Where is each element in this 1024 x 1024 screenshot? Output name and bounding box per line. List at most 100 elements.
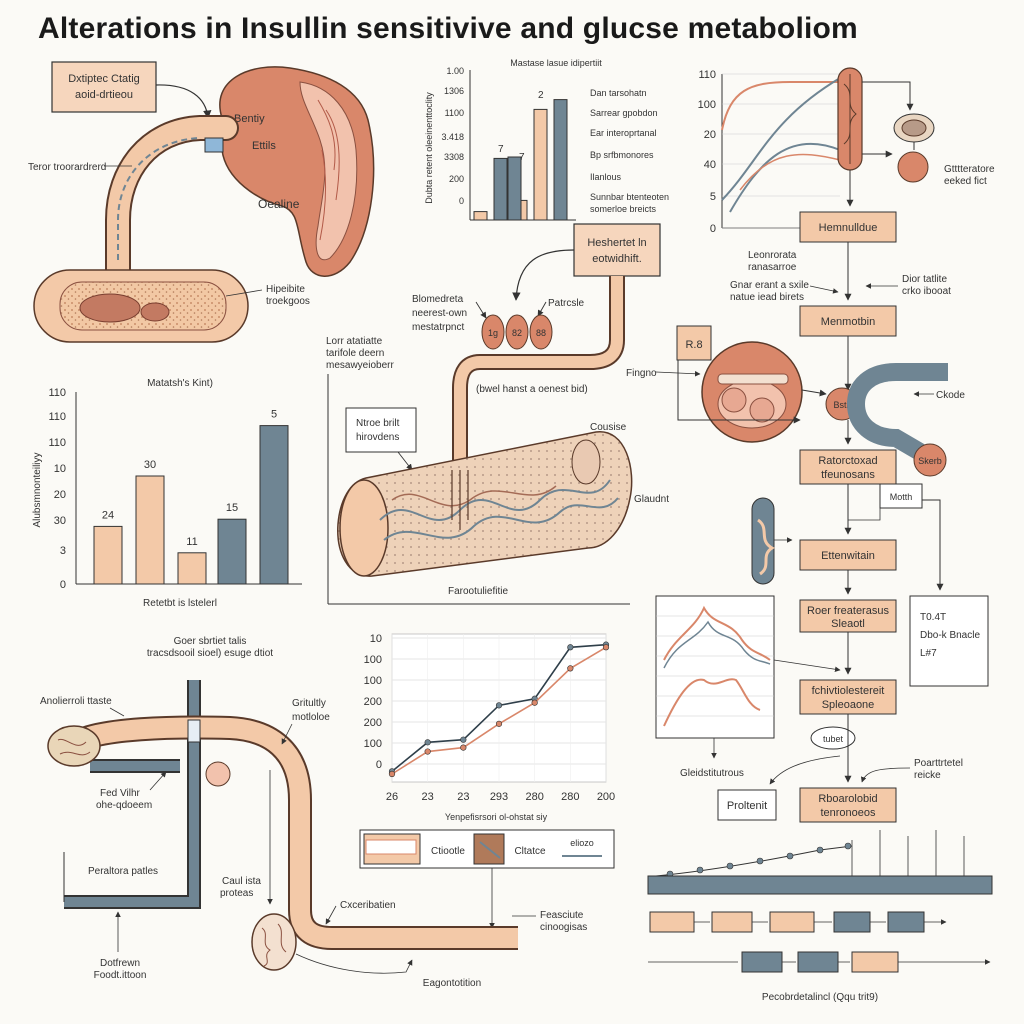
flow-left2-arrow <box>809 285 839 294</box>
inset-curve-1 <box>663 605 771 661</box>
left-bar-tick-label: 20 <box>54 489 66 501</box>
left-bar-5 <box>259 425 289 585</box>
flow-box-2-label: Menmotbin <box>821 316 875 328</box>
top-bar-legend-item: Ear interoprtanal <box>590 128 657 138</box>
pancreas-side-3: mesawyeioberr <box>326 360 394 371</box>
left-bar-2 <box>135 475 165 585</box>
flow-box-6-line1: fchivtiolestereit <box>812 685 885 697</box>
top-bar-legend-item: Ilanlous <box>590 172 622 182</box>
left-bar-tick-label: 110 <box>48 437 66 449</box>
line-chart-xtick: 23 <box>422 791 434 803</box>
islet-cell-3 <box>529 314 553 350</box>
line-series-1-point <box>567 644 574 651</box>
gut-box-arrow <box>155 84 212 119</box>
line-chart-xtick: 26 <box>386 791 398 803</box>
flow-left2-a: Gnar erant a sxile <box>730 280 809 291</box>
line-legend-swatch-1-inner <box>365 839 417 855</box>
pancreas-info-box <box>573 223 661 277</box>
flow-box-7 <box>799 787 897 823</box>
pancreas-callout-box <box>345 407 417 453</box>
bl-dofrewn-2: Foodt.ittoon <box>94 970 147 981</box>
flow-box-1-label: Hemnulldue <box>819 222 878 234</box>
right-graph-curve-2 <box>721 77 841 201</box>
line-chart-ytick: 100 <box>364 675 382 687</box>
inset-curve-2 <box>663 620 771 669</box>
flow-box-4-label: Ettenwitain <box>821 550 875 562</box>
duct-fill <box>107 117 237 283</box>
flow-tubet-bubble <box>810 726 856 750</box>
top-bar-tick-label: 200 <box>449 174 464 184</box>
pancreatic-duct-fill <box>454 276 623 470</box>
left-bar-1 <box>93 525 123 585</box>
line-series-2-point <box>567 665 574 672</box>
left-bar-tick-label: 3 <box>60 545 66 557</box>
bl-calla-1: Caul ista <box>222 876 261 887</box>
intestine-vessel-2 <box>383 497 619 541</box>
stomach-folds <box>317 99 340 241</box>
receptor-shape <box>846 363 948 460</box>
stomach-lining <box>299 81 358 261</box>
pancreas-callout-1: Ntroe brilt <box>356 418 400 429</box>
line-chart-ytick: 0 <box>376 759 382 771</box>
left-bar-value-label: 24 <box>102 509 114 521</box>
top-bar-slate <box>507 156 522 221</box>
flow-left1-a: Leonrorata <box>748 250 797 261</box>
intestine-vessel-3 <box>391 485 557 507</box>
top-bar-title: Mastase lasue idipertiit <box>510 58 602 68</box>
right-graph-tick-label: 20 <box>704 129 716 141</box>
pancreas-side-1: Lorr atatiatte <box>326 336 383 347</box>
bl-gritulty-arrow <box>281 723 293 745</box>
top-bar-legend-item: Sarrear gpobdon <box>590 108 658 118</box>
flow-moth-arrow <box>922 499 944 591</box>
bl-title-2: tracsdsooil sioel) esuge dtiot <box>147 648 273 659</box>
left-bar-xlabel: Retetbt is lstelerl <box>143 598 217 609</box>
islet-cell-label-1: 1g <box>488 328 498 338</box>
flow-sidebox-1: T0.4T <box>920 612 946 623</box>
bl-gritulty-2: motloloe <box>292 712 330 723</box>
bl-perat: Peraltora patles <box>88 866 158 877</box>
flow-right-note2-a: Poarttrtetel <box>914 758 963 769</box>
left-bar-value-label: 5 <box>271 409 277 421</box>
right-graph-tick-label: 100 <box>698 99 716 111</box>
bl-bottom-organ-texture <box>261 923 287 967</box>
islet-cell-label-2: 82 <box>512 328 522 338</box>
line-chart-ytick: 100 <box>364 738 382 750</box>
top-bar-tick-label: 1.00 <box>446 66 464 76</box>
stomach-label-ettils: Ettils <box>252 140 276 152</box>
gut-left-label: Teror troorardrerd <box>28 162 106 173</box>
timeline-box-7 <box>797 951 839 973</box>
flow-sidebox <box>909 595 989 687</box>
flow-left1-b: ranasarroe <box>748 262 797 273</box>
left-bar-chart: Matatsh's Kint) Alubsmnonteiliyy 1101101… <box>32 378 302 609</box>
gut-box-line1: Dxtiptec Ctatig <box>68 73 140 85</box>
right-organ-bulb <box>897 151 929 183</box>
bl-cxcer-arrow <box>325 905 337 925</box>
flow-moth-link <box>848 508 881 521</box>
line-chart-ytick: 200 <box>364 696 382 708</box>
bl-tube-fill <box>82 717 518 948</box>
duct-branches <box>451 470 469 530</box>
top-bar-tick-label: 1100 <box>445 108 464 118</box>
vessel-cylinder-texture <box>843 74 857 164</box>
flow-box-7-line2: tenronoeos <box>820 807 876 819</box>
intestine-gland <box>571 439 601 485</box>
flow-gleid-arrow <box>769 755 841 785</box>
intestine-section <box>337 431 633 577</box>
stomach-label-oealine: Oealine <box>258 197 300 211</box>
bl-pipe-fill <box>64 680 199 907</box>
flow-box-7-line1: Rboarolobid <box>818 793 877 805</box>
timeline-box-6 <box>741 951 783 973</box>
line-legend-title: Yenpefisrsori ol-ohstat siy <box>445 812 548 822</box>
line-legend-item-3: eliozo <box>570 838 594 848</box>
intestine-villus-1 <box>79 293 141 323</box>
bl-small-organ <box>205 761 231 787</box>
left-bar-4 <box>217 518 247 585</box>
flow-right2-a: Dior tatlite <box>902 274 947 285</box>
bl-fed-1: Fed Vilhr <box>100 788 141 799</box>
bl-eago-arrow <box>295 953 413 974</box>
timeline-points <box>666 842 852 878</box>
bl-dofrewn-1: Dotfrewn <box>100 958 140 969</box>
